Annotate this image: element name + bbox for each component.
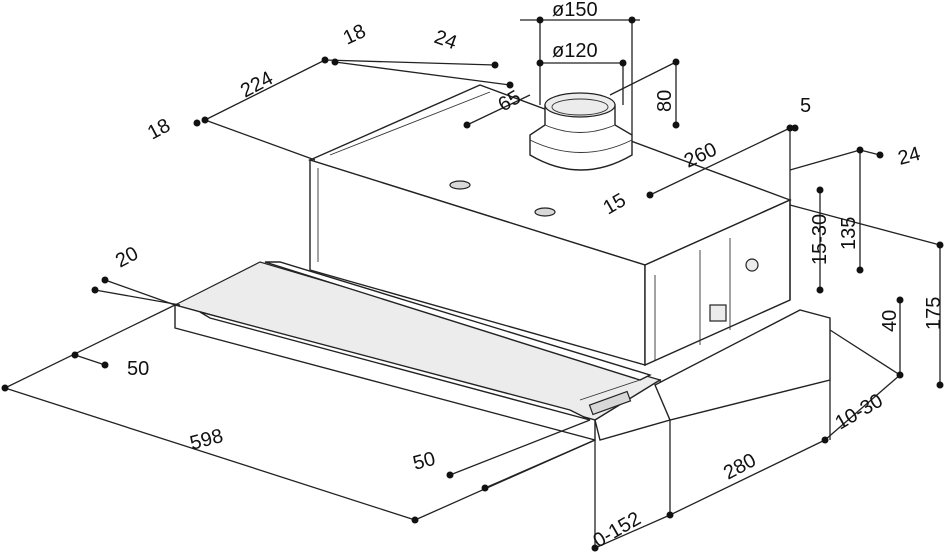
dimension-endpoint-dot: [936, 381, 944, 389]
label-18-left: 18: [144, 115, 174, 145]
dimension-endpoint-dot: [876, 151, 884, 159]
dimension-endpoint-dot: [821, 436, 829, 444]
label-outer-diameter: ø150: [552, 0, 598, 21]
label-10-30: 10-30: [832, 390, 887, 435]
label-inner-diameter: ø120: [552, 40, 598, 62]
label-50-left: 50: [127, 358, 149, 380]
label-40: 40: [879, 310, 901, 332]
dimension-endpoint-dot: [672, 58, 680, 66]
dimension-endpoint-dot: [619, 59, 627, 67]
dimension-endpoint-dot: [193, 119, 201, 127]
label-280: 280: [720, 449, 760, 484]
slot-1: [449, 180, 471, 190]
dimension-endpoints: [1, 16, 944, 552]
dimension-endpoint-dot: [816, 286, 824, 294]
dimension-endpoint-dot: [666, 511, 674, 519]
dimension-endpoint-dot: [91, 286, 99, 294]
dimension-endpoint-dot: [1, 384, 9, 392]
dimension-endpoint-dot: [463, 121, 471, 129]
dimension-endpoint-dot: [786, 124, 794, 132]
label-5: 5: [800, 95, 811, 117]
dimension-endpoint-dot: [331, 58, 339, 66]
connector-box: [709, 304, 727, 322]
dimension-endpoint-dot: [896, 296, 904, 304]
dimension-endpoint-dot: [856, 266, 864, 274]
label-0-152: 0-152: [590, 508, 645, 553]
label-260: 260: [681, 138, 721, 172]
visor-drawer: [173, 261, 831, 441]
label-24-top: 24: [431, 26, 459, 54]
exhaust-outlet: [529, 92, 633, 171]
label-24-right: 24: [896, 143, 923, 170]
dimension-endpoint-dot: [936, 241, 944, 249]
dimension-endpoint-dot: [506, 81, 514, 89]
label-598: 598: [188, 425, 226, 455]
dimension-endpoint-dot: [481, 484, 489, 492]
dimension-endpoint-dot: [446, 471, 454, 479]
dimension-endpoint-dot: [71, 351, 79, 359]
label-80: 80: [654, 90, 676, 112]
dimension-endpoint-dot: [101, 276, 109, 284]
label-20: 20: [112, 243, 142, 273]
hood-body: [308, 84, 792, 367]
dimension-lines: [4, 19, 941, 549]
dimension-endpoint-dot: [646, 191, 654, 199]
dimension-endpoint-dot: [791, 124, 799, 132]
label-50-right: 50: [411, 448, 438, 475]
dimension-endpoint-dot: [672, 121, 680, 129]
dimension-endpoint-dot: [628, 16, 636, 24]
dimension-endpoint-dot: [491, 61, 499, 69]
dimension-endpoint-dot: [536, 59, 544, 67]
frame-side: [654, 309, 831, 421]
label-18-top: 18: [340, 20, 369, 49]
slot-2: [534, 207, 556, 217]
dimension-endpoint-dot: [896, 371, 904, 379]
label-15-30: 15-30: [809, 214, 831, 265]
dimension-endpoint-dot: [816, 186, 824, 194]
dimension-endpoint-dot: [201, 116, 209, 124]
screw-icon: [745, 258, 759, 272]
label-224: 224: [237, 67, 277, 102]
dimension-endpoint-dot: [411, 516, 419, 524]
label-175: 175: [923, 297, 945, 330]
dimension-endpoint-dot: [591, 544, 599, 552]
dimension-endpoint-dot: [536, 16, 544, 24]
dimension-endpoint-dot: [321, 56, 329, 64]
dimension-endpoint-dot: [856, 146, 864, 154]
label-135: 135: [838, 217, 860, 250]
dimension-endpoint-dot: [101, 361, 109, 369]
